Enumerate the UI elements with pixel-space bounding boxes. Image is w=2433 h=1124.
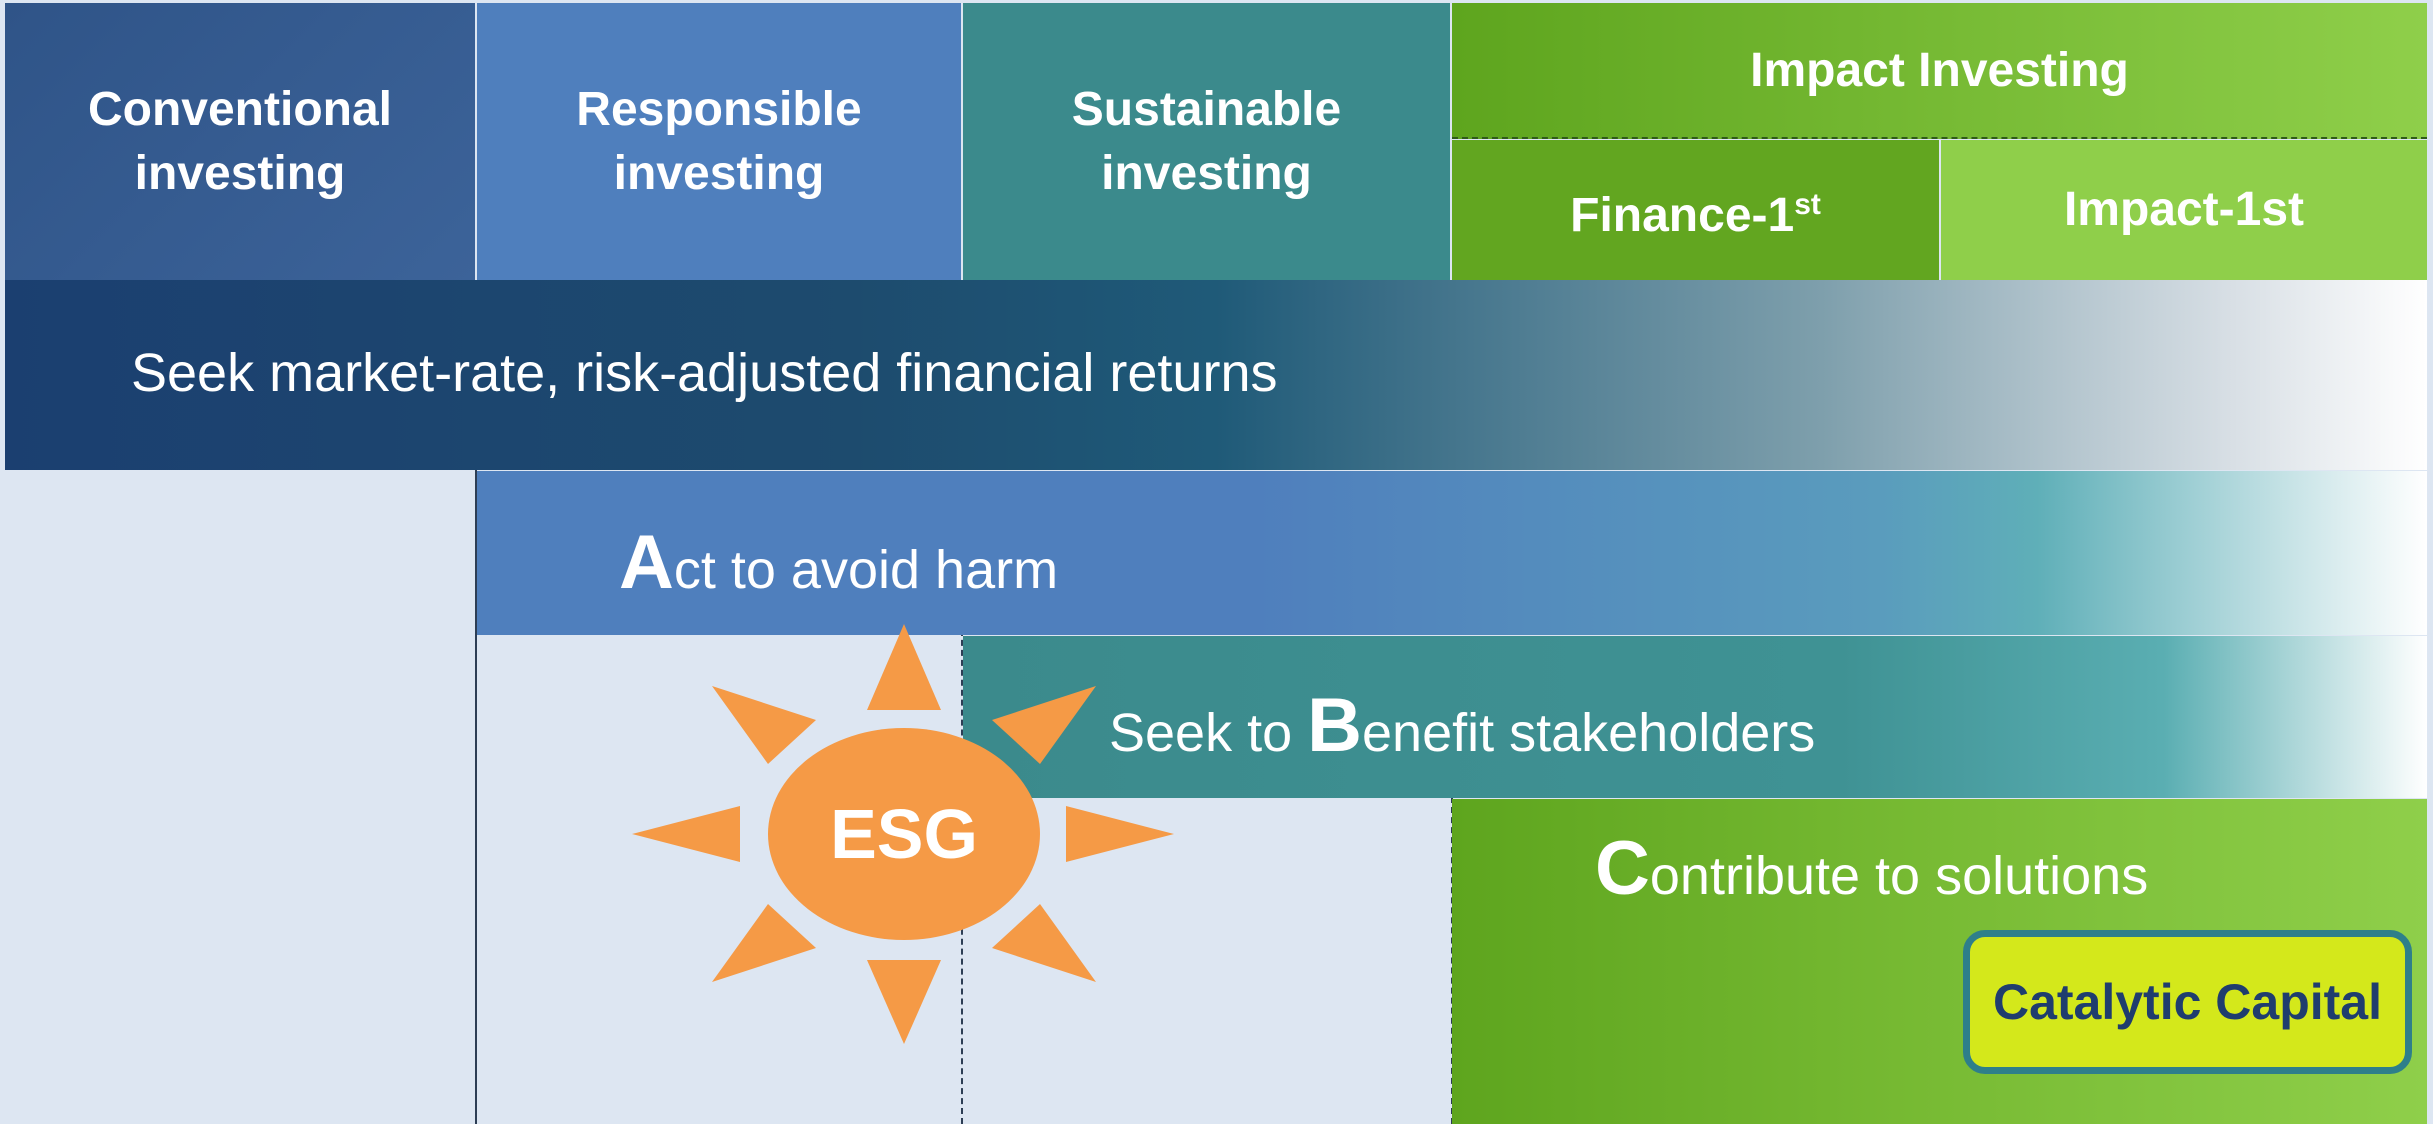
finance-first-sup: st bbox=[1794, 187, 1821, 221]
sun-core bbox=[768, 728, 1040, 940]
contribute-rest: ontribute to solutions bbox=[1649, 846, 2149, 906]
header-impact: Impact Investing bbox=[1452, 3, 2427, 139]
header-sustainable: Sustainable investing bbox=[963, 3, 1450, 280]
benefit-initial: B bbox=[1307, 683, 1363, 768]
benefit-rest: enefit stakeholders bbox=[1362, 703, 1816, 763]
sun-ray-bottom-left bbox=[712, 904, 816, 982]
header-impact-first: Impact-1st bbox=[1941, 140, 2427, 280]
band-avoid-harm: Act to avoid harm bbox=[477, 471, 2427, 635]
sun-ray-top-right bbox=[992, 686, 1096, 764]
sun-ray-right bbox=[1066, 806, 1174, 862]
header-responsible-label: Responsible investing bbox=[576, 82, 862, 200]
band-contribute-text: Contribute to solutions bbox=[1595, 825, 2148, 912]
finance-first-base: Finance-1 bbox=[1570, 188, 1795, 242]
sun-ray-left bbox=[632, 806, 740, 862]
sun-ray-top-left bbox=[712, 686, 816, 764]
sun-ray-bottom-right bbox=[992, 904, 1096, 982]
header-impact-label: Impact Investing bbox=[1750, 44, 2129, 97]
impact-divider bbox=[1452, 137, 2427, 139]
catalytic-capital-label: Catalytic Capital bbox=[1992, 974, 2382, 1030]
header-finance-first-label: Finance-1st bbox=[1570, 173, 1821, 248]
esg-sun-icon: ESG bbox=[632, 624, 1174, 1044]
esg-label: ESG bbox=[830, 795, 978, 873]
sun-ray-bottom bbox=[867, 960, 941, 1044]
header-conventional-label: Conventional investing bbox=[87, 82, 392, 200]
header-responsible: Responsible investing bbox=[477, 3, 961, 280]
header-impact-first-label: Impact-1st bbox=[2063, 183, 2305, 236]
catalytic-capital-box: Catalytic Capital bbox=[1963, 930, 2412, 1074]
band-benefit-stakeholders: Seek to Benefit stakeholders bbox=[963, 636, 2427, 798]
sun-ray-top bbox=[867, 624, 941, 710]
avoid-harm-initial: A bbox=[619, 520, 674, 605]
avoid-harm-rest: ct to avoid harm bbox=[673, 540, 1059, 600]
header-conventional: Conventional investing bbox=[5, 3, 475, 280]
benefit-prefix: Seek to bbox=[1109, 703, 1308, 763]
divider-col-1-dashed bbox=[475, 635, 477, 1124]
header-finance-first: Finance-1st bbox=[1452, 140, 1939, 280]
band-financial-returns: Seek market-rate, risk-adjusted financia… bbox=[5, 280, 2427, 470]
band-benefit-text: Seek to Benefit stakeholders bbox=[1109, 682, 1815, 769]
header-sustainable-label: Sustainable investing bbox=[1071, 82, 1342, 200]
band-avoid-harm-text: Act to avoid harm bbox=[619, 519, 1058, 606]
contribute-initial: C bbox=[1595, 826, 1650, 911]
band-financial-returns-text: Seek market-rate, risk-adjusted financia… bbox=[131, 343, 1278, 403]
